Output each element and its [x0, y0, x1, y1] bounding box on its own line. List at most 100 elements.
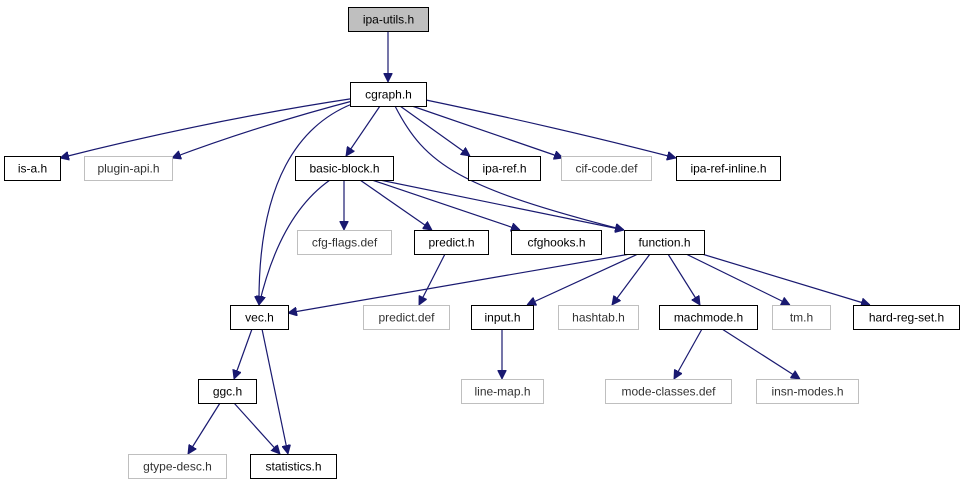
node-statistics[interactable]: statistics.h: [250, 454, 337, 479]
edge-function-to-machmode: [667, 253, 700, 305]
node-insn-modes: insn-modes.h: [756, 379, 859, 404]
node-label-gtype-desc: gtype-desc.h: [143, 460, 212, 474]
node-label-tm: tm.h: [790, 311, 813, 325]
node-predict-def: predict.def: [363, 305, 450, 330]
node-cfghooks[interactable]: cfghooks.h: [511, 230, 602, 255]
node-box-ipa-ref: [468, 156, 541, 181]
edge-cgraph-to-function: [394, 105, 624, 230]
node-box-vec: [230, 305, 289, 330]
node-box-ipa-ref-inline: [676, 156, 781, 181]
node-machmode[interactable]: machmode.h: [659, 305, 758, 330]
node-box-tm: [772, 305, 831, 330]
edge-cgraph-to-cif-code: [411, 105, 563, 158]
edge-predict-h-to-predict-def: [418, 253, 446, 305]
node-label-cgraph: cgraph.h: [365, 88, 412, 102]
edge-cgraph-to-ipa-ref: [399, 105, 470, 156]
node-label-predict-def: predict.def: [378, 311, 435, 325]
edge-vec-to-statistics: [261, 328, 288, 454]
edge-function-to-hashtab: [612, 253, 651, 305]
node-tm: tm.h: [772, 305, 831, 330]
node-box-predict-def: [363, 305, 450, 330]
edge-ggc-to-gtype-desc: [188, 402, 221, 454]
node-box-statistics: [250, 454, 337, 479]
edge-vec-to-ggc: [234, 328, 253, 379]
edge-basic-block-to-function: [379, 179, 624, 230]
node-basic-block[interactable]: basic-block.h: [295, 156, 394, 181]
node-label-basic-block: basic-block.h: [309, 162, 379, 176]
edge-basic-block-to-predict-h: [359, 179, 432, 230]
node-label-vec: vec.h: [245, 311, 274, 325]
node-cgraph[interactable]: cgraph.h: [350, 82, 427, 107]
node-box-hard-reg-set: [853, 305, 960, 330]
node-label-ipa-ref: ipa-ref.h: [482, 162, 526, 176]
node-box-gtype-desc: [128, 454, 227, 479]
edge-ggc-to-statistics: [233, 402, 280, 454]
node-box-cfghooks: [511, 230, 602, 255]
node-label-hashtab: hashtab.h: [572, 311, 625, 325]
node-box-predict-h: [414, 230, 489, 255]
node-box-input: [471, 305, 534, 330]
node-box-function: [624, 230, 705, 255]
nodes-layer: ipa-utils.h cgraph.h is-a.h plugin-api.h bas…: [4, 7, 960, 479]
node-label-cfghooks: cfghooks.h: [527, 236, 585, 250]
edge-cgraph-to-plugin-api: [172, 98, 361, 158]
node-label-statistics: statistics.h: [265, 460, 321, 474]
node-box-line-map: [461, 379, 544, 404]
node-box-basic-block: [295, 156, 394, 181]
node-label-ipa-utils: ipa-utils.h: [363, 13, 414, 27]
node-box-cgraph: [350, 82, 427, 107]
node-cfg-flags: cfg-flags.def: [297, 230, 392, 255]
node-box-is-a: [4, 156, 61, 181]
node-ggc[interactable]: ggc.h: [198, 379, 257, 404]
node-label-predict-h: predict.h: [428, 236, 474, 250]
node-label-line-map: line-map.h: [474, 385, 530, 399]
node-gtype-desc: gtype-desc.h: [128, 454, 227, 479]
node-label-plugin-api: plugin-api.h: [97, 162, 159, 176]
node-input[interactable]: input.h: [471, 305, 534, 330]
edge-basic-block-to-vec: [259, 179, 331, 305]
edge-function-to-input: [527, 253, 639, 305]
node-box-cfg-flags: [297, 230, 392, 255]
node-box-hashtab: [558, 305, 639, 330]
node-label-mode-classes: mode-classes.def: [621, 385, 716, 399]
node-box-insn-modes: [756, 379, 859, 404]
edge-basic-block-to-cfghooks: [371, 179, 520, 230]
node-hard-reg-set[interactable]: hard-reg-set.h: [853, 305, 960, 330]
node-box-plugin-api: [84, 156, 173, 181]
node-label-function: function.h: [638, 236, 690, 250]
edge-function-to-tm: [685, 253, 790, 306]
node-ipa-utils[interactable]: ipa-utils.h: [348, 7, 429, 32]
node-box-ggc: [198, 379, 257, 404]
node-mode-classes: mode-classes.def: [605, 379, 732, 404]
node-predict-h[interactable]: predict.h: [414, 230, 489, 255]
edge-cgraph-to-ipa-ref-inline: [425, 99, 676, 158]
edge-cgraph-to-basic-block: [346, 105, 381, 156]
node-plugin-api: plugin-api.h: [84, 156, 173, 181]
node-line-map: line-map.h: [461, 379, 544, 404]
edge-machmode-to-mode-classes: [673, 328, 703, 379]
node-box-ipa-utils: [348, 7, 429, 32]
node-label-cif-code: cif-code.def: [575, 162, 638, 176]
edge-cgraph-to-is-a: [60, 97, 357, 158]
node-is-a[interactable]: is-a.h: [4, 156, 61, 181]
node-label-insn-modes: insn-modes.h: [771, 385, 843, 399]
node-label-cfg-flags: cfg-flags.def: [312, 236, 378, 250]
node-vec[interactable]: vec.h: [230, 305, 289, 330]
node-label-hard-reg-set: hard-reg-set.h: [869, 311, 944, 325]
edge-function-to-hard-reg-set: [701, 253, 870, 305]
node-box-mode-classes: [605, 379, 732, 404]
node-label-input: input.h: [484, 311, 520, 325]
node-ipa-ref-inline[interactable]: ipa-ref-inline.h: [676, 156, 781, 181]
node-label-ipa-ref-inline: ipa-ref-inline.h: [690, 162, 766, 176]
node-label-ggc: ggc.h: [213, 385, 242, 399]
node-ipa-ref[interactable]: ipa-ref.h: [468, 156, 541, 181]
edges-layer: [60, 31, 870, 454]
node-cif-code: cif-code.def: [561, 156, 652, 181]
node-box-machmode: [659, 305, 758, 330]
edge-function-to-vec: [288, 253, 631, 313]
node-label-machmode: machmode.h: [674, 311, 743, 325]
node-function[interactable]: function.h: [624, 230, 705, 255]
node-label-is-a: is-a.h: [18, 162, 47, 176]
node-box-cif-code: [561, 156, 652, 181]
